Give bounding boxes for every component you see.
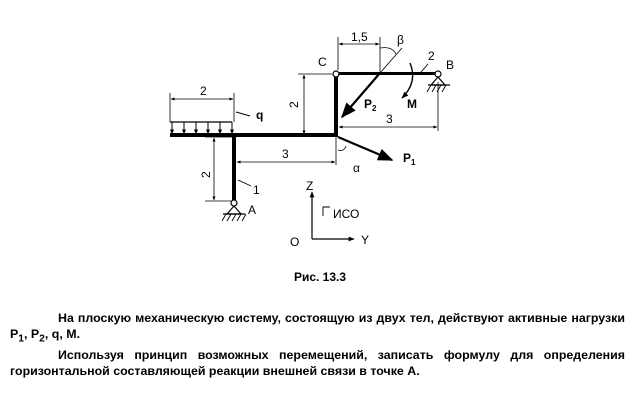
dimension-right-horizontal: [338, 82, 439, 131]
dimension-left-vertical: [205, 136, 232, 202]
problem-text-tail: , q, M.: [44, 327, 81, 341]
dimension-q-length: [169, 93, 235, 122]
pin-support-a: [221, 199, 247, 222]
moment-m-arrow: [401, 62, 414, 99]
label-a: A: [248, 203, 256, 217]
alpha-arc: [337, 145, 347, 151]
label-p2: P2: [364, 97, 377, 113]
label-dim-top: 1,5: [351, 30, 368, 44]
figure-caption: Рис. 13.3: [293, 270, 347, 284]
problem-statement: На плоскую механическую систему, состоящ…: [10, 310, 625, 379]
load-p1-sub: 1: [18, 333, 25, 345]
hinge-c: [332, 70, 340, 78]
force-p2-arrow: [340, 72, 381, 119]
body-2-vertical: [334, 72, 338, 137]
label-dim-bottom-horizontal: 3: [282, 147, 289, 161]
body-1-post: [232, 133, 236, 201]
label-beta: β: [397, 33, 404, 47]
label-p1: P1: [403, 151, 416, 167]
label-body-1: 1: [253, 183, 260, 197]
label-iso: ИСО: [333, 207, 359, 221]
body-1-beam: [170, 133, 336, 137]
p2-line-of-action: [379, 47, 403, 74]
label-b: B: [446, 58, 454, 72]
label-dim-mid-vertical: 2: [287, 101, 301, 108]
beta-arc: [379, 47, 397, 55]
label-dim-right-horizontal: 3: [386, 112, 393, 126]
label-m: M: [407, 97, 417, 111]
body-2-horizontal: [336, 72, 438, 75]
label-axis-y: Y: [361, 233, 369, 247]
coordinate-axes: [309, 191, 355, 242]
q-leader: [235, 111, 251, 117]
problem-paragraph-1: На плоскую механическую систему, состоящ…: [10, 310, 625, 347]
mechanical-system-diagram: q 2 A 1 2 3 C: [169, 30, 454, 249]
label-body-2: 2: [428, 49, 435, 63]
problem-text-1: На плоскую механическую систему, состоящ…: [58, 311, 625, 325]
label-q: q: [256, 108, 263, 122]
force-p1-arrow: [337, 135, 394, 162]
label-dim-left-vertical: 2: [199, 171, 213, 178]
dimension-top: [337, 37, 381, 72]
label-dim-q: 2: [200, 84, 207, 98]
body-1-leader: [237, 179, 252, 187]
label-axis-o: O: [290, 235, 299, 249]
distributed-load-q: [170, 121, 234, 135]
label-alpha: α: [353, 161, 360, 175]
load-p1: P: [10, 327, 19, 341]
dimension-mid-vertical: [298, 73, 332, 136]
load-p2-sub: 2: [39, 333, 45, 345]
body-2-leader: [420, 63, 429, 73]
problem-paragraph-2: Используя принцип возможных перемещений,…: [10, 348, 625, 379]
label-axis-z: Z: [306, 179, 313, 193]
label-c: C: [318, 55, 327, 69]
separator: ,: [24, 327, 31, 341]
dimension-bottom-horizontal: [236, 137, 337, 165]
load-p2: P: [30, 327, 40, 341]
